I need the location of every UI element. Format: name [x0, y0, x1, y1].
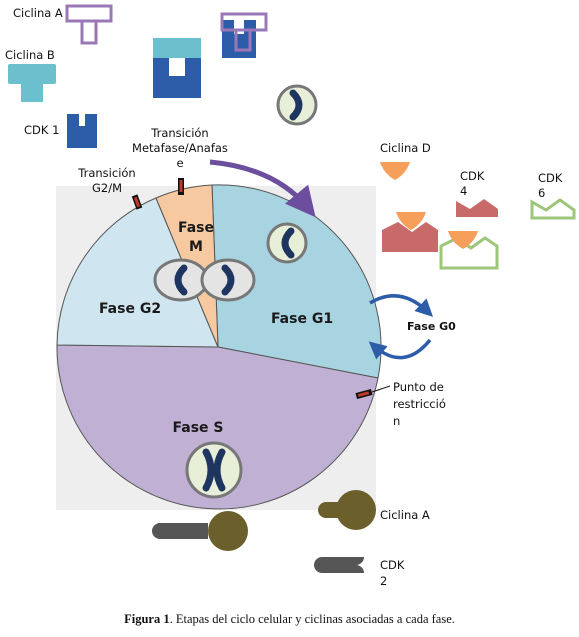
- punto-restriccion-label-3: n: [393, 414, 400, 428]
- phase-s-label: Fase S: [173, 420, 224, 436]
- cdk2-label-1: CDK: [380, 558, 405, 572]
- cdk6-icon: [530, 198, 576, 220]
- ciclina-a-bottom-label: Ciclina A: [380, 508, 430, 522]
- phase-g1-label: Fase G1: [271, 311, 333, 327]
- caption-figure-number: Figura 1: [124, 612, 170, 626]
- g0-arrow-lower: [368, 338, 432, 360]
- g1-cell-icon: [266, 222, 308, 264]
- transicion-meta-label-3: e: [176, 156, 183, 170]
- progression-arrow: [209, 159, 316, 218]
- g0-arrow-upper: [369, 294, 434, 317]
- cyclin-d-icon: [380, 162, 410, 180]
- transicion-meta-label-1: Transición: [150, 126, 208, 140]
- punto-restriccion-label-1: Punto de: [393, 380, 444, 394]
- cyclin-a-cdk1-complex-icon: [220, 12, 268, 58]
- figure-caption: Figura 1. Etapas del ciclo celular y cic…: [0, 612, 579, 627]
- punto-restriccion-label-2: restricció: [393, 397, 446, 411]
- phase-g0-label: Fase G0: [407, 320, 456, 333]
- cyclin-a-top-icon: [65, 4, 113, 45]
- cdk1-icon: [67, 114, 97, 148]
- phase-m-label-2: M: [189, 239, 203, 255]
- phase-g2-label: Fase G2: [99, 301, 161, 317]
- transicion-meta-label-2: Metafase/Anafas: [132, 141, 228, 155]
- cdk1-label: CDK 1: [24, 123, 59, 137]
- s-cell-icon: [185, 441, 243, 499]
- cdk2-icon: [314, 557, 364, 573]
- top-cell-icon: [276, 84, 318, 126]
- cyclin-b-icon: [8, 64, 56, 102]
- caption-text: . Etapas del ciclo celular y ciclinas as…: [169, 612, 455, 626]
- cyclin-d-cdk6-complex-icon: [439, 231, 499, 270]
- cyclin-a-cdk2-complex-icon: [152, 511, 248, 551]
- ciclina-d-label: Ciclina D: [380, 141, 431, 155]
- s-wedge: [56, 344, 379, 510]
- cdk4-label-1: CDK: [460, 169, 485, 183]
- phase-m-label-1: Fase: [178, 220, 214, 236]
- cyclin-b-cdk1-complex-icon: [153, 38, 201, 98]
- cell-cycle-diagram: Fase M Fase G1 Fase G2 Fase S Fase G0: [5, 4, 576, 588]
- cyclin-d-cdk4-complex-icon: [382, 212, 438, 252]
- cdk4-icon: [456, 199, 498, 217]
- cdk4-label-2: 4: [460, 184, 467, 198]
- ciclina-b-label: Ciclina B: [5, 48, 55, 62]
- cdk2-label-2: 2: [380, 574, 387, 588]
- ciclina-a-top-label: Ciclina A: [13, 6, 63, 20]
- dividing-cell-icon: [153, 258, 256, 302]
- transicion-g2m-label-2: G2/M: [92, 181, 122, 195]
- cdk6-label-2: 6: [538, 186, 545, 200]
- cyclin-a-bottom-icon: [318, 490, 376, 530]
- cdk6-label-1: CDK: [538, 171, 563, 185]
- transicion-g2m-label-1: Transición: [77, 166, 135, 180]
